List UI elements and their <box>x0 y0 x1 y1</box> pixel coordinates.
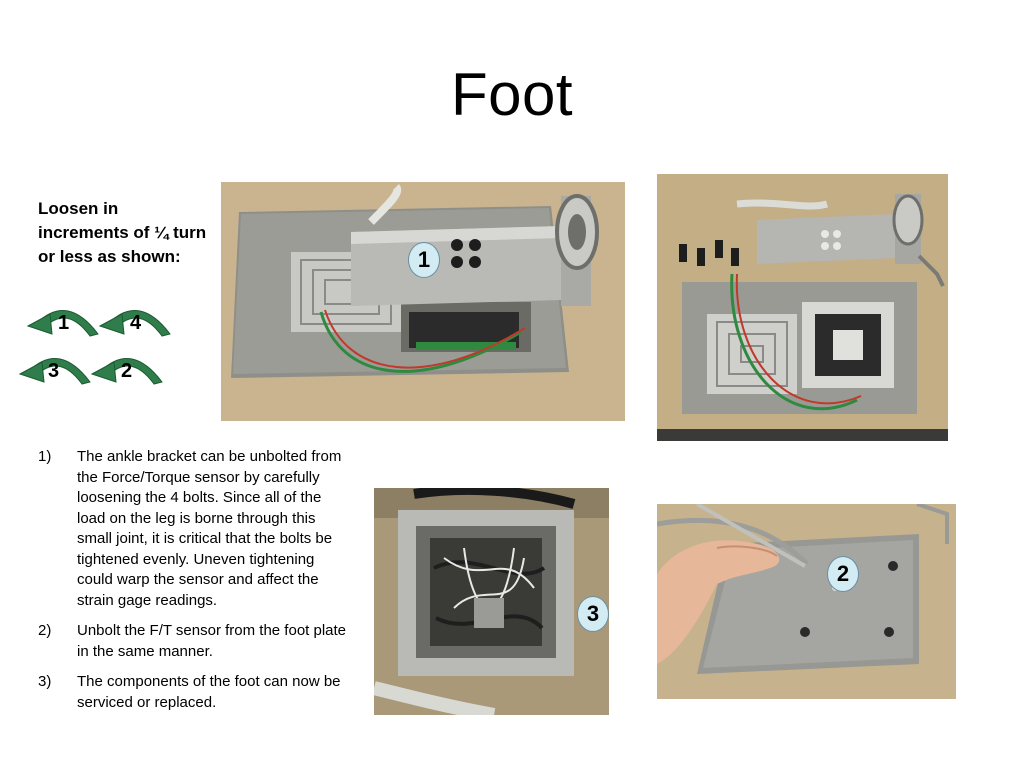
curved-arrow-icon <box>90 357 163 385</box>
bolt-number-4: 4 <box>130 312 142 334</box>
step-item: 2) Unbolt the F/T sensor from the foot p… <box>38 621 348 662</box>
bolt-number-3: 3 <box>48 360 59 382</box>
step-item: 3) The components of the foot can now be… <box>38 672 348 713</box>
curved-arrow-icon <box>18 357 91 385</box>
loosen-instruction: Loosen in increments of ¼ turn or less a… <box>38 199 207 266</box>
step-text: The ankle bracket can be unbolted from t… <box>77 448 342 609</box>
curved-arrow-icon <box>26 309 99 337</box>
slide-title: Foot <box>450 61 574 128</box>
photo-bracket-removed <box>657 174 948 441</box>
photo-badge-1: 1 <box>408 242 440 278</box>
step-number: 2) <box>38 622 52 639</box>
photo-ankle-bracket-assembled: 1 <box>221 182 625 421</box>
photo-badge-3: 3 <box>577 596 609 632</box>
curved-arrow-icon <box>98 309 171 337</box>
photo-badge-2: 2 <box>827 556 859 592</box>
photo-foot-plate-unbolting: 2 <box>657 504 956 699</box>
photo-sensor-wiring: 3 <box>374 488 609 715</box>
bolt-pattern-diagram: 1 4 3 2 <box>18 309 171 385</box>
step-list: 1) The ankle bracket can be unbolted fro… <box>38 447 348 723</box>
step-text: Unbolt the F/T sensor from the foot plat… <box>77 622 347 660</box>
step-number: 3) <box>38 673 52 690</box>
bolt-number-2: 2 <box>121 360 132 382</box>
bolt-number-1: 1 <box>58 312 69 334</box>
step-number: 1) <box>38 448 52 465</box>
step-item: 1) The ankle bracket can be unbolted fro… <box>38 447 348 611</box>
step-text: The components of the foot can now be se… <box>77 673 341 711</box>
